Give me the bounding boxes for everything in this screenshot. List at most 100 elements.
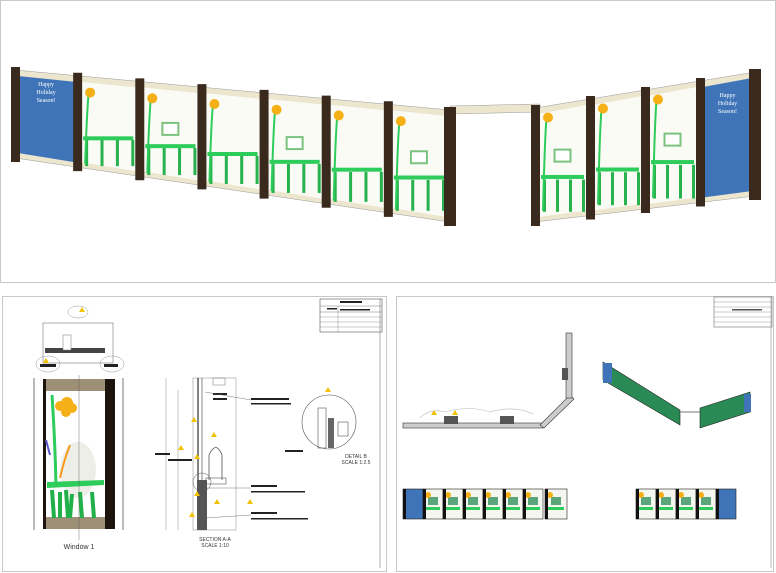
flower xyxy=(465,492,471,498)
post xyxy=(197,84,207,190)
flower xyxy=(598,103,608,114)
railing xyxy=(526,507,540,510)
flower xyxy=(543,112,553,123)
window-box xyxy=(663,132,682,147)
post xyxy=(716,489,719,519)
detail-scale: SCALE 1:2.5 xyxy=(342,460,371,466)
flower xyxy=(85,87,96,98)
baluster xyxy=(637,172,640,206)
railing xyxy=(446,507,460,510)
railing xyxy=(548,507,564,510)
poster-text: Holiday xyxy=(36,90,55,96)
baluster xyxy=(679,164,682,199)
post xyxy=(523,489,526,519)
baluster xyxy=(442,179,445,211)
post xyxy=(443,489,446,519)
flower xyxy=(698,492,704,498)
baluster xyxy=(582,179,585,212)
detail-b: DETAIL B SCALE 1:2.5 xyxy=(285,387,371,466)
flower xyxy=(658,492,664,498)
baluster xyxy=(624,172,627,206)
flower xyxy=(209,99,220,109)
baluster xyxy=(286,163,290,193)
section-a-a: SECTION A-A SCALE 1:10 xyxy=(155,377,308,549)
post xyxy=(641,87,650,213)
window-box xyxy=(409,150,428,165)
baluster xyxy=(611,172,614,206)
railing xyxy=(83,136,134,141)
post xyxy=(11,67,20,162)
window-glass xyxy=(204,93,261,190)
elevation-strips xyxy=(402,488,737,520)
railing xyxy=(393,175,444,180)
baluster xyxy=(302,163,306,193)
railing xyxy=(486,507,500,510)
holiday-poster xyxy=(703,78,752,198)
warning-icon xyxy=(325,387,331,392)
baluster xyxy=(317,163,321,193)
flower xyxy=(333,110,344,121)
window-box xyxy=(488,497,498,505)
baluster xyxy=(147,148,151,176)
baluster xyxy=(85,140,89,167)
post xyxy=(135,78,145,181)
post xyxy=(749,69,761,200)
post xyxy=(73,72,83,172)
baluster xyxy=(598,172,601,206)
window-box xyxy=(161,121,180,136)
baluster xyxy=(255,156,259,184)
flower xyxy=(638,492,644,498)
warning-icon xyxy=(43,358,49,363)
post xyxy=(403,489,406,519)
poster-text: Happy xyxy=(38,82,54,88)
holiday-poster xyxy=(18,76,75,163)
flower xyxy=(678,492,684,498)
poster-text: Happy xyxy=(720,93,736,99)
flower xyxy=(485,492,491,498)
baluster xyxy=(209,156,213,184)
baluster xyxy=(162,148,166,176)
post xyxy=(444,107,456,226)
window-box xyxy=(701,497,711,505)
baluster xyxy=(556,179,559,212)
post xyxy=(545,489,548,519)
drawing-sheet-layout xyxy=(396,296,774,572)
post xyxy=(383,101,393,217)
baluster xyxy=(411,179,415,211)
window-box xyxy=(448,497,458,505)
flower xyxy=(547,492,553,498)
warning-icons xyxy=(178,417,253,517)
baluster xyxy=(653,164,656,199)
flower xyxy=(525,492,531,498)
post xyxy=(423,489,426,519)
window-box xyxy=(551,497,561,505)
connecting-beam xyxy=(449,103,541,115)
baluster xyxy=(379,171,383,202)
window-box xyxy=(285,136,304,151)
window-box xyxy=(508,497,518,505)
view-label-window-1: Window 1 xyxy=(64,544,95,551)
window-box xyxy=(641,497,651,505)
post xyxy=(586,96,595,220)
window-box xyxy=(681,497,691,505)
baluster xyxy=(569,179,572,212)
railing xyxy=(541,174,584,179)
railing xyxy=(651,160,694,165)
post xyxy=(696,489,699,519)
baluster xyxy=(333,171,337,202)
railing xyxy=(145,144,196,149)
railing xyxy=(679,507,693,510)
baluster xyxy=(349,171,353,202)
post xyxy=(531,105,540,226)
post xyxy=(676,489,679,519)
railing xyxy=(639,507,653,510)
section-scale: SCALE 1:10 xyxy=(201,543,229,549)
railing xyxy=(699,507,713,510)
window-glass xyxy=(80,81,137,172)
post xyxy=(483,489,486,519)
baluster xyxy=(666,164,669,199)
window-box xyxy=(553,148,572,163)
title-block xyxy=(319,298,383,333)
post xyxy=(696,78,705,207)
